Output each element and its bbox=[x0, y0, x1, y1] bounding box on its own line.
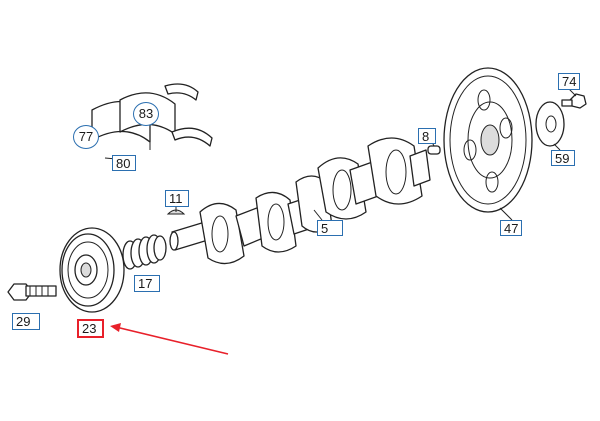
vibration-damper-spring bbox=[122, 234, 167, 270]
callout-23: 23 bbox=[77, 319, 104, 338]
callout-80: 80 bbox=[112, 155, 136, 171]
callout-47: 47 bbox=[500, 220, 522, 236]
washer-plate bbox=[535, 101, 565, 147]
crankshaft-pulley bbox=[59, 227, 125, 313]
callout-74: 74 bbox=[558, 73, 580, 90]
callout-29: 29 bbox=[12, 313, 40, 330]
callout-8: 8 bbox=[418, 128, 436, 144]
callout-17: 17 bbox=[134, 275, 160, 292]
flywheel-bolt bbox=[561, 93, 587, 109]
callout-11: 11 bbox=[165, 190, 189, 207]
callout-83: 83 bbox=[133, 102, 159, 126]
flex-plate bbox=[443, 67, 533, 213]
crankshaft bbox=[169, 137, 431, 265]
callout-77: 77 bbox=[73, 125, 99, 149]
pulley-bolt bbox=[7, 283, 57, 301]
callout-59: 59 bbox=[551, 150, 575, 166]
dowel-pin bbox=[427, 145, 441, 155]
highlight-arrow bbox=[110, 323, 229, 355]
callout-5: 5 bbox=[317, 220, 343, 236]
